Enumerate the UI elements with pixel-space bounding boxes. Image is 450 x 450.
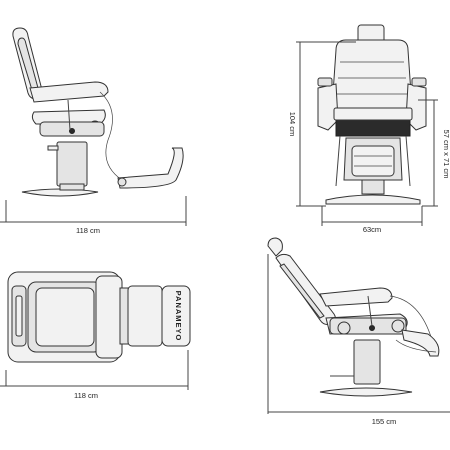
front-width-label: 63cm [363, 225, 381, 234]
front-view-chair [317, 24, 427, 205]
front-view-height-dimension: 104 cm [288, 41, 356, 207]
reclined-view-chair [267, 237, 440, 397]
top-view-length-dimension: 118 cm [0, 350, 189, 400]
reclined-length-label: 155 cm [372, 417, 397, 426]
reclined-length-dimension: 155 cm [267, 254, 450, 426]
top-view-chair: PANAMEYO [7, 271, 191, 363]
side-view-chair [12, 27, 184, 197]
front-height-label: 104 cm [288, 112, 297, 137]
brand-label: PANAMEYO [174, 291, 183, 342]
seat-height-dimension: 57 cm x 71 cm [418, 99, 450, 207]
side-view-width-dimension: 118 cm [0, 196, 187, 235]
side-length-label: 118 cm [76, 226, 100, 235]
front-view-width-dimension: 63cm [321, 206, 423, 234]
top-length-label: 118 cm [74, 391, 98, 400]
seat-height-label: 57 cm x 71 cm [442, 130, 450, 179]
